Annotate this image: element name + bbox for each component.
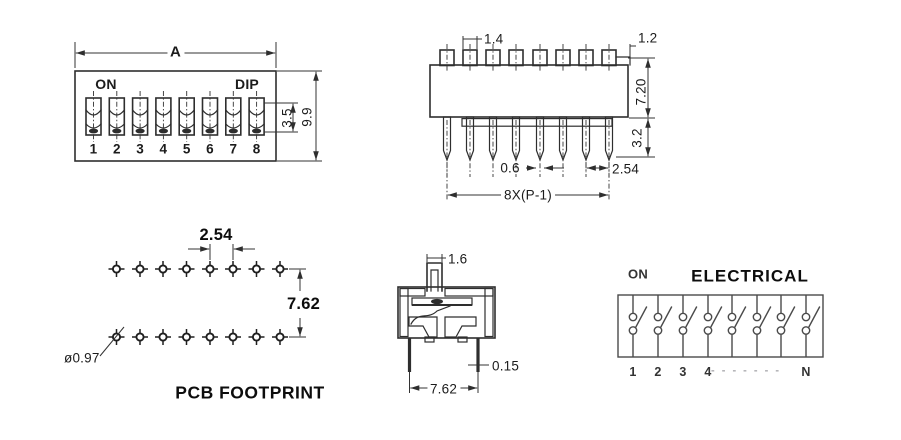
contact-spring [410, 305, 451, 325]
dim-section-actuator-label: 1.6 [448, 251, 468, 267]
side-body-outline [429, 64, 629, 118]
pad-hole [177, 328, 196, 346]
top-view-on-label: ON [95, 76, 117, 92]
electrical-schematic-drawing [617, 294, 824, 358]
pole-continuation-dots: - - - - - - - [711, 364, 781, 377]
pcb-footprint-title: PCB FOOTPRINT [175, 381, 325, 402]
pad-hole [224, 260, 242, 278]
pcb-footprint-drawing [99, 244, 306, 357]
actuator-symbol [508, 43, 524, 72]
spst-switch-symbol [628, 294, 648, 358]
actuator-symbol [485, 43, 501, 72]
spst-switch-symbol [776, 294, 796, 358]
pole-number: 4 [704, 364, 712, 379]
pad-hole [201, 260, 219, 278]
dim-pin-pitch-label: 2.54 [612, 160, 640, 176]
electrical-title: ELECTRICAL [691, 266, 809, 286]
pole-number: 3 [679, 364, 687, 379]
actuator-symbol [601, 43, 617, 72]
pad-hole [271, 260, 289, 278]
dip-switch-symbol [248, 90, 265, 143]
spst-switch-symbol [678, 294, 698, 358]
dip-switch-symbol [155, 90, 172, 143]
switch-number: 6 [206, 141, 214, 157]
switch-number: 2 [112, 141, 121, 157]
dim-actuator-slot-label: 3.5 [279, 107, 295, 128]
actuator-symbol [578, 43, 594, 72]
pad-hole [154, 328, 172, 346]
switch-number: 5 [182, 141, 191, 157]
actuator-symbol [439, 43, 455, 72]
pad-hole [224, 328, 242, 346]
side-view-drawing [429, 36, 655, 200]
pad-hole [247, 260, 266, 278]
switch-number: 8 [252, 141, 261, 157]
schematic-box [617, 294, 824, 358]
dim-pin-thickness-label: 0.15 [492, 357, 520, 373]
dim-body-depth-label: 9.9 [298, 106, 314, 127]
pad-hole [107, 260, 126, 278]
switch-number: 7 [229, 141, 238, 157]
dim-section-pin-spacing-label: 7.62 [426, 382, 461, 396]
pad-hole [271, 328, 289, 346]
dip-switch-symbol [131, 90, 149, 143]
dim-pin-length-label: 3.2 [628, 127, 644, 148]
spst-switch-symbol [752, 294, 772, 358]
dim-row-spacing-label: 7.62 [284, 296, 323, 313]
pin-symbol [442, 116, 452, 178]
pad-hole [131, 328, 149, 346]
switch-number: 1 [89, 141, 98, 157]
switch-body-outline [74, 70, 277, 162]
actuator-symbol [532, 43, 548, 72]
pole-number: 2 [654, 364, 662, 379]
dip-switch-symbol [178, 90, 195, 143]
housing-outline [397, 286, 496, 339]
pole-number-last: N [801, 364, 811, 379]
actuator-symbol [462, 43, 478, 72]
dim-overall-width-label: A [166, 44, 185, 60]
dim-hole-pitch-label: 2.54 [199, 225, 233, 244]
dip-switch-symbol [108, 90, 126, 143]
pad-hole [201, 328, 219, 346]
switch-number: 4 [159, 141, 168, 157]
spst-switch-symbol [703, 294, 723, 358]
dip-switch-symbol [85, 90, 102, 143]
pad-hole [131, 260, 149, 278]
dip-switch-symbol [225, 90, 242, 143]
spst-switch-symbol [727, 294, 747, 358]
switch-number: 3 [136, 141, 144, 157]
top-view-dip-label: DIP [235, 76, 259, 92]
dim-pin-width-label: 0.6 [500, 160, 520, 176]
actuator-symbol [555, 43, 571, 72]
dim-pin-span-label: 8X(P-1) [501, 188, 555, 202]
dip-switch-symbol [201, 90, 219, 143]
dim-body-height-label: 7.20 [632, 78, 648, 106]
spst-switch-symbol [801, 294, 821, 358]
pole-number: 1 [629, 364, 637, 379]
pad-hole [177, 260, 196, 278]
pad-hole [247, 328, 266, 346]
dim-actuator-width-label: 1.4 [484, 31, 504, 47]
electrical-on-label: ON [628, 266, 648, 282]
section-view-drawing [397, 254, 496, 393]
pad-hole [154, 260, 172, 278]
dim-top-edge-label: 1.2 [638, 30, 658, 46]
spst-switch-symbol [653, 294, 673, 358]
dim-hole-diameter-label: ø0.97 [64, 350, 100, 366]
